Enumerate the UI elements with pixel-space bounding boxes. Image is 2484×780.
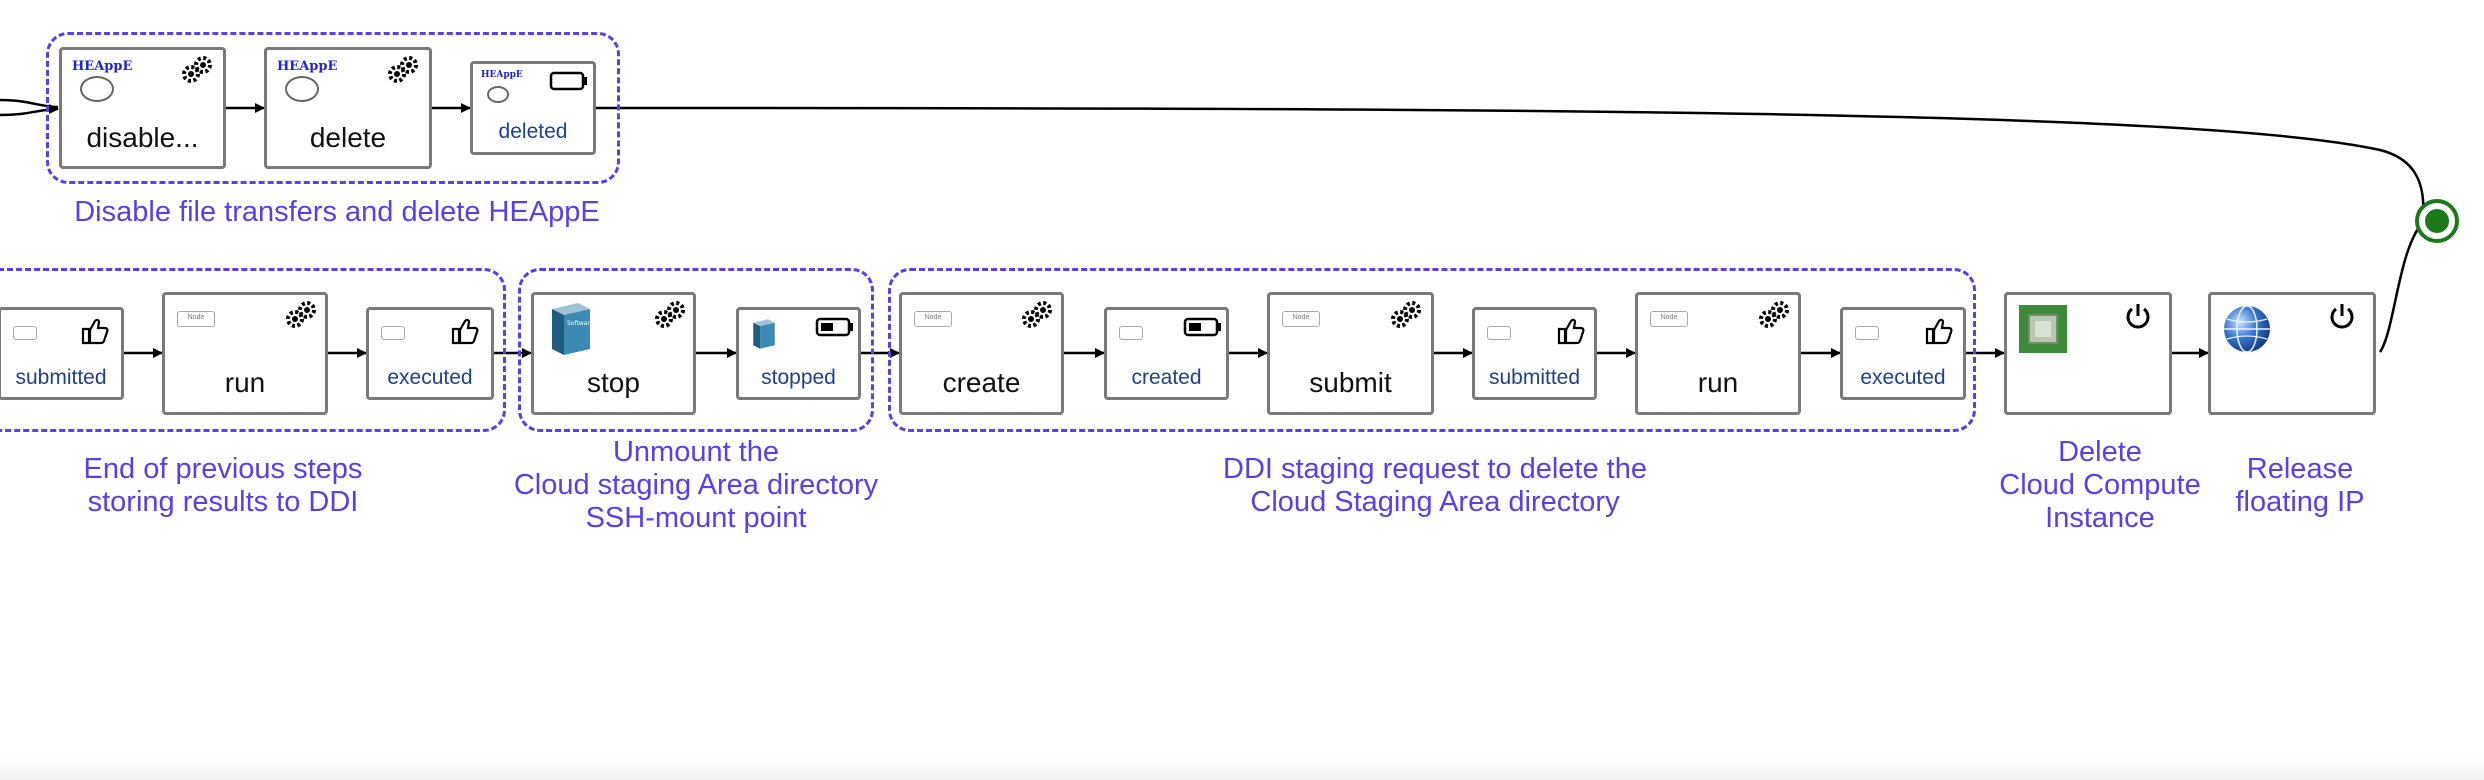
heappe-ring-icon	[80, 76, 114, 102]
group-ddi-end-label: End of previous steps storing results to…	[83, 453, 363, 518]
heappe-ring-icon	[285, 76, 319, 102]
node-stop[interactable]: Software stop	[531, 292, 696, 415]
node-executed-2[interactable]: executed	[1840, 307, 1966, 400]
power-icon	[2126, 304, 2150, 329]
node-submitted-1[interactable]: submitted	[0, 307, 124, 400]
release-ip-label: Release floating IP	[2235, 453, 2365, 518]
heappe-logo: HEAppE	[72, 59, 133, 74]
group-ddi-staging	[888, 268, 1976, 432]
battery-half-icon	[1183, 317, 1221, 337]
node-type-icon: Node	[1282, 311, 1320, 327]
node-type-icon: Node	[177, 311, 215, 327]
end-node[interactable]	[2415, 199, 2459, 243]
gears-icon	[388, 56, 418, 83]
thumbs-up-icon	[1557, 318, 1585, 345]
delete-instance-label: Delete Cloud Compute Instance	[1999, 436, 2201, 534]
gears-icon	[1022, 301, 1052, 328]
node-type-icon: Node	[1650, 311, 1688, 327]
node-type-icon: Node	[914, 311, 952, 327]
edge-deleted-end	[595, 106, 2425, 219]
thumbs-up-icon	[1925, 318, 1953, 345]
node-create-label: create	[942, 367, 1021, 398]
gears-icon	[1391, 301, 1421, 328]
node-delete-label: delete	[309, 122, 387, 153]
node-submitted-2[interactable]: submitted	[1472, 307, 1597, 400]
thumbs-up-icon	[451, 318, 479, 345]
node-submitted-2-label: submitted	[1488, 366, 1581, 389]
node-submit-label: submit	[1309, 367, 1392, 398]
battery-empty-icon	[549, 71, 587, 91]
node-type-icon	[1855, 326, 1879, 340]
heappe-logo: HEAppE	[277, 59, 338, 74]
gears-icon	[1759, 301, 1789, 328]
group-unmount	[518, 268, 874, 432]
gears-icon	[286, 301, 316, 328]
software-box-text: Software	[567, 320, 594, 327]
battery-half-icon	[815, 317, 853, 337]
group-ddi-staging-label: DDI staging request to delete the Cloud …	[1223, 453, 1647, 518]
heappe-ring-icon	[487, 86, 509, 103]
node-floating-ip[interactable]	[2208, 292, 2376, 415]
node-executed-2-label: executed	[1860, 366, 1946, 389]
node-disable-label: disable...	[86, 122, 199, 153]
node-type-icon	[1487, 326, 1511, 340]
gears-icon	[655, 301, 685, 328]
node-compute-instance[interactable]	[2004, 292, 2172, 415]
node-submit[interactable]: Node submit	[1267, 292, 1434, 415]
node-stop-label: stop	[587, 367, 640, 398]
heappe-logo: HEAppE	[481, 70, 523, 80]
canvas-bottom-edge	[0, 758, 2484, 780]
group-ddi-end	[0, 268, 506, 432]
node-delete[interactable]: HEAppE delete	[264, 47, 432, 169]
node-create[interactable]: Node create	[899, 292, 1064, 415]
node-executed-1[interactable]: executed	[366, 307, 494, 400]
node-created[interactable]: created	[1104, 307, 1229, 400]
edge-incoming-2	[0, 104, 59, 117]
group-unmount-label: Unmount the Cloud staging Area directory…	[513, 436, 879, 534]
edge-floatingip-end	[2378, 221, 2424, 353]
node-stopped[interactable]: stopped	[736, 307, 861, 400]
node-deleted-label: deleted	[498, 120, 568, 143]
node-type-icon	[13, 326, 37, 340]
software-box-icon	[753, 319, 775, 349]
thumbs-up-icon	[81, 318, 109, 345]
software-box-icon: Software	[552, 303, 594, 355]
node-run-2[interactable]: Node run	[1635, 292, 1801, 415]
node-submitted-1-label: submitted	[15, 366, 107, 389]
node-deleted[interactable]: HEAppE deleted	[470, 61, 596, 155]
node-run-2-label: run	[1697, 367, 1739, 398]
node-run-1-label: run	[224, 367, 266, 398]
node-stopped-label: stopped	[761, 366, 836, 389]
node-disable[interactable]: HEAppE disable...	[59, 47, 226, 169]
power-icon	[2330, 304, 2354, 329]
group-heappe	[46, 32, 620, 184]
node-created-label: created	[1131, 366, 1202, 389]
node-type-icon	[1119, 326, 1143, 340]
node-type-icon	[381, 326, 405, 340]
globe-icon	[2224, 305, 2270, 353]
gears-icon	[182, 56, 212, 83]
cpu-chip-icon	[2019, 305, 2067, 353]
node-executed-1-label: executed	[387, 366, 473, 389]
group-heappe-label: Disable file transfers and delete HEAppE	[74, 196, 600, 228]
node-run-1[interactable]: Node run	[162, 292, 328, 415]
